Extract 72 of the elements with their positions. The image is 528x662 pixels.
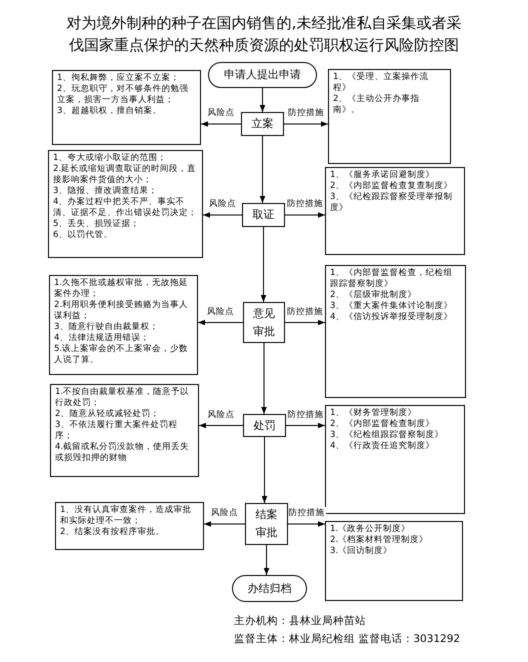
arrow xyxy=(198,320,244,326)
edge-label: 防控措施 xyxy=(287,107,325,119)
title: 对为境外制种的种子在国内销售的,未经批准私自采集或者采伐国家重点保护的天然种质资源的处罚职权运行风险防控图 xyxy=(66,13,462,56)
arrow xyxy=(198,422,244,428)
list-item: 3、隐报、擅改调查结果； xyxy=(53,186,158,196)
list-item: 2.延长或缩短调查取证的时间段，直接影响案件货值的大小； xyxy=(53,164,198,186)
list-item: 2、随意从轻或减轻处罚； xyxy=(55,409,160,420)
process-box: 意见审批 xyxy=(243,302,285,343)
arrow xyxy=(261,342,267,414)
edge-label: 风险点 xyxy=(208,198,237,210)
list-item: 2.《档案材料管理制度》 xyxy=(330,535,430,546)
edge-label: 防控措施 xyxy=(286,306,324,318)
list-item: 2、结案没有按程序审批。 xyxy=(60,527,166,538)
process-box: 处罚 xyxy=(243,414,286,437)
process-box: 取证 xyxy=(242,203,285,227)
edge-label: 风险点 xyxy=(206,408,236,420)
list-item: 1.不按自由裁量权基准，随意予以行政处罚； xyxy=(55,387,190,409)
list-item: 4.截留或私分罚没款物，使用丢失或损毁扣押的财物 xyxy=(55,442,190,464)
arrow xyxy=(284,320,326,326)
list-item: 1、《内部督监督检查，纪检组跟踪督察制度》 xyxy=(330,268,454,290)
process-box: 立案 xyxy=(241,112,284,136)
arrow xyxy=(260,136,266,204)
list-item: 3、不依法履行重大案件处罚程序； xyxy=(55,420,178,442)
list-item: 6、以罚代管。 xyxy=(53,230,114,241)
arrow xyxy=(200,121,242,127)
edge-label: 风险点 xyxy=(210,507,239,519)
arrow xyxy=(202,212,242,218)
arrow xyxy=(260,88,266,112)
footer-note: 监督主体：林业局纪检组 监督电话：3031292 xyxy=(234,632,460,646)
list-item: 2、《内部监督检查复查制度》 xyxy=(330,181,454,192)
arrow xyxy=(286,422,326,428)
list-item: 1、《受理、立案操作流程》 xyxy=(333,72,430,94)
list-item: 1、《财务管理制度》 xyxy=(330,408,417,419)
arrow xyxy=(284,212,326,218)
list-item: 4、《信访投诉举报受理制度》 xyxy=(330,312,454,323)
list-item: 4、办案过程中把关不严、事实不清、证据不足、作出错误处罚决定； xyxy=(53,197,198,219)
list-item: 3、《纪检跟踪督察受理举报制度》 xyxy=(330,192,454,214)
list-item: 2、《主动公开办事指南》。 xyxy=(333,94,420,116)
list-item: 3.《回访制度》 xyxy=(330,546,394,557)
footer-note: 主办机构：县林业局种苗站 xyxy=(234,614,366,628)
list-item: 4、法律法规适用错误； xyxy=(54,333,150,344)
list-item: 1.久拖不批或越权审批，无故拖延案件办理； xyxy=(54,278,190,300)
edge-label: 风险点 xyxy=(206,306,235,318)
list-item: 5、丢失、损毁证据； xyxy=(53,219,140,230)
edge-label: 防控措施 xyxy=(286,408,324,420)
list-item: 3、《重大案件集体讨论制度》 xyxy=(330,301,454,312)
list-item: 3、随意行驶自由裁量权； xyxy=(54,322,160,333)
arrow xyxy=(264,544,270,576)
list-item: 3、超越职权，擅自销案。 xyxy=(57,106,162,117)
edge-label: 防控措施 xyxy=(288,507,326,519)
list-item: 1、没有认真审查案件，造成审批和实际处理不一致； xyxy=(60,505,192,526)
list-item: 2.利用职务便利接受贿赂为当事人谋利益； xyxy=(54,300,190,322)
list-item: 1、徇私舞弊，应立案不立案； xyxy=(57,73,180,84)
edge-label: 防控措施 xyxy=(286,198,324,210)
list-item: 2、玩忽职守，对不够条件的勉强立案，损害一方当事人利益； xyxy=(57,84,190,106)
edge-label: 风险点 xyxy=(206,107,236,119)
terminal-box: 申请人提出申请 xyxy=(208,62,317,88)
arrow xyxy=(262,436,268,504)
arrow xyxy=(284,121,328,127)
list-item: 5.该上案审会的不上案审会，少数人说了算。 xyxy=(54,344,190,366)
list-item: 2、《层级审批制度》 xyxy=(330,290,418,300)
list-item: 2、《内部监督检查制度》 xyxy=(330,419,436,430)
list-item: 1、《服务承诺回避制度》 xyxy=(330,170,435,181)
list-item: 1、夸大或缩小取证的范围； xyxy=(53,153,168,164)
list-item: 1.《政务公开制度》 xyxy=(330,524,412,534)
arrow xyxy=(260,226,266,302)
list-item: 4、《行政责任追究制度》 xyxy=(330,441,436,452)
arrow xyxy=(204,521,246,527)
process-box: 结案审批 xyxy=(245,503,288,545)
list-item: 3、《纪检组跟踪督察制度》 xyxy=(330,430,444,440)
arrow xyxy=(288,521,326,527)
terminal-box: 办结归档 xyxy=(232,575,307,602)
